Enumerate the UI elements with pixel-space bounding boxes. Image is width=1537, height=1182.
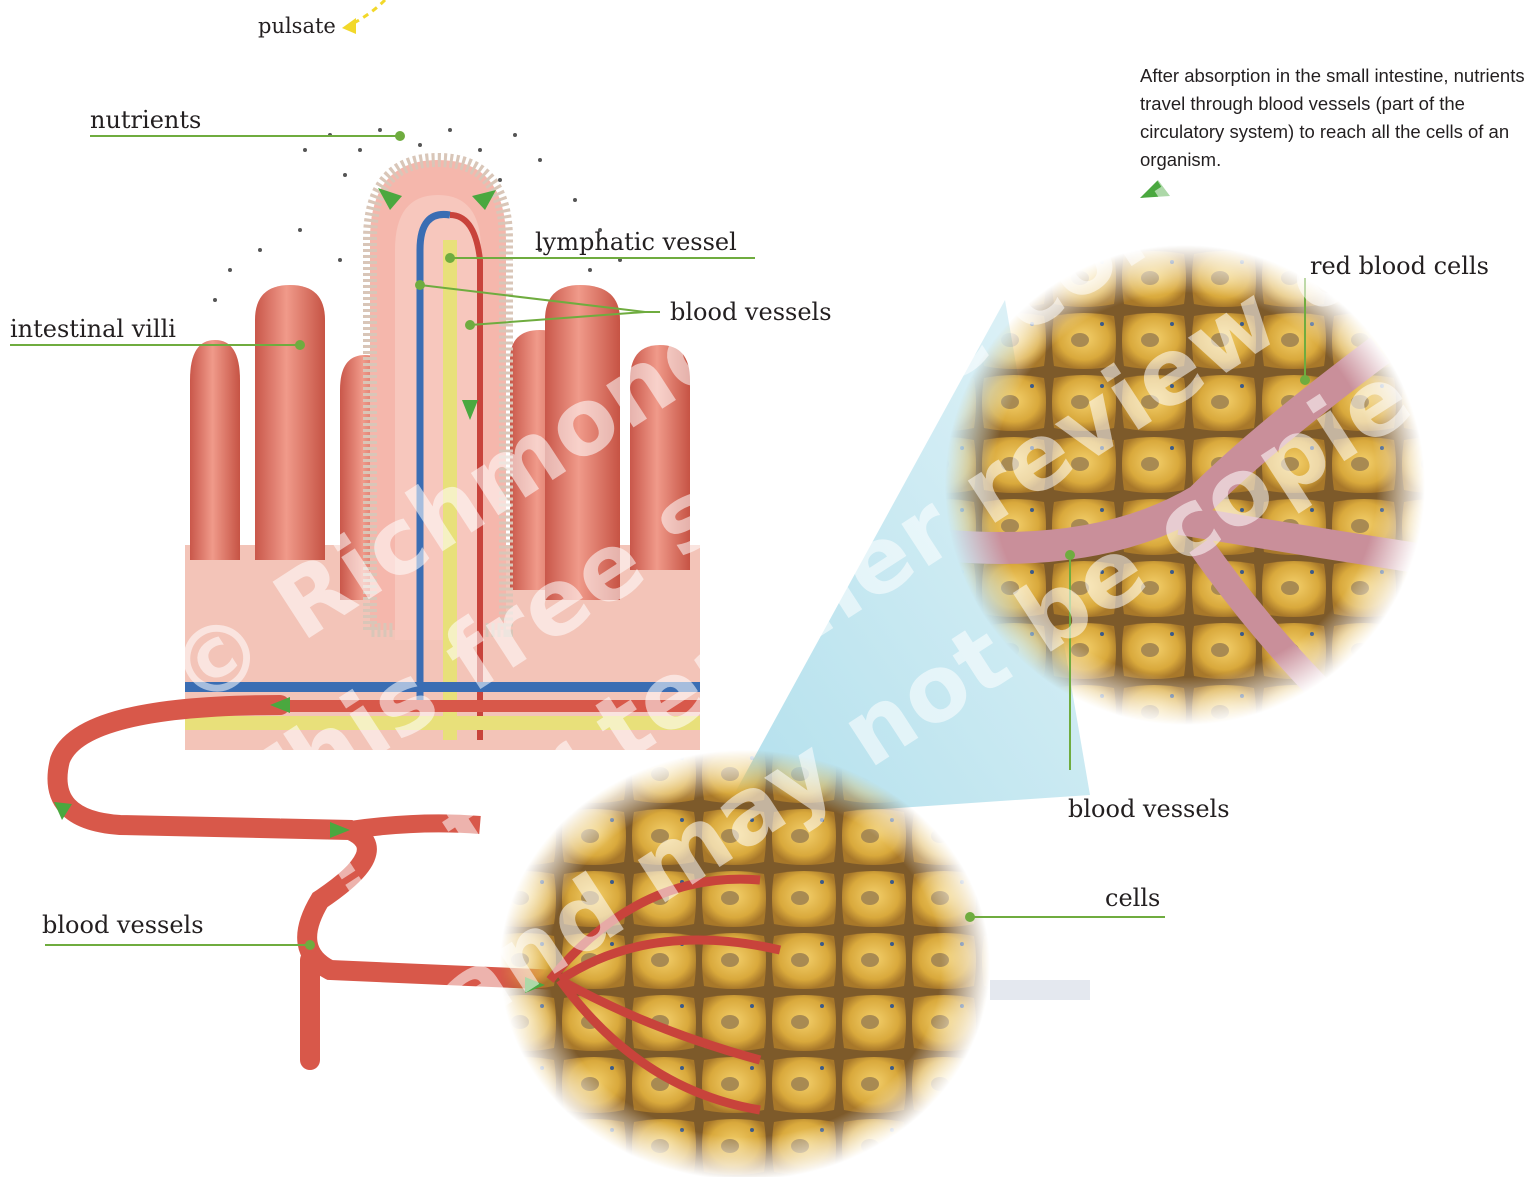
label-blood-vessels-top: blood vessels [670,298,832,326]
label-red-blood-cells: red blood cells [1310,252,1489,280]
label-cells: cells [1105,884,1160,912]
label-lymphatic-vessel: lymphatic vessel [535,228,737,256]
label-nutrients: nutrients [90,106,201,134]
label-pulsate: pulsate [258,12,336,40]
label-blood-vessels-left: blood vessels [42,911,204,939]
caption-text: After absorption in the small intestine,… [1140,62,1530,174]
label-intestinal-villi: intestinal villi [10,315,176,343]
label-blood-vessels-right: blood vessels [1068,795,1230,823]
